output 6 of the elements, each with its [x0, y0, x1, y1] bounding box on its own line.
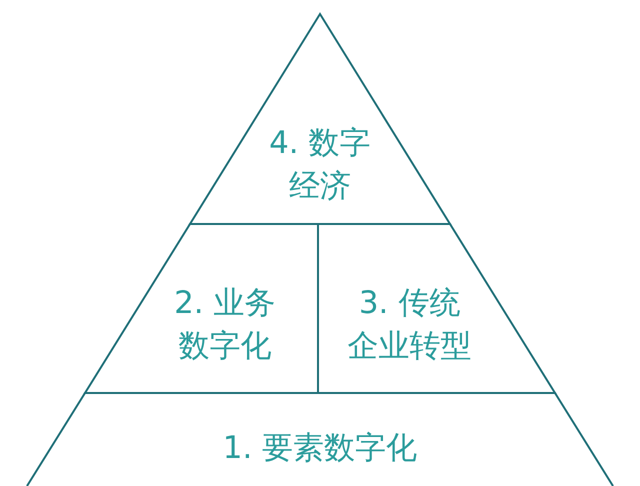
base-section — [27, 393, 613, 486]
section-label: 4. 数字经济 — [268, 124, 372, 206]
section-label: 3. 传统企业转型 — [346, 284, 473, 366]
triangle-section — [190, 14, 450, 224]
section-label: 2. 业务数字化 — [173, 284, 277, 366]
section-label: 1. 要素数字化 — [222, 429, 418, 468]
